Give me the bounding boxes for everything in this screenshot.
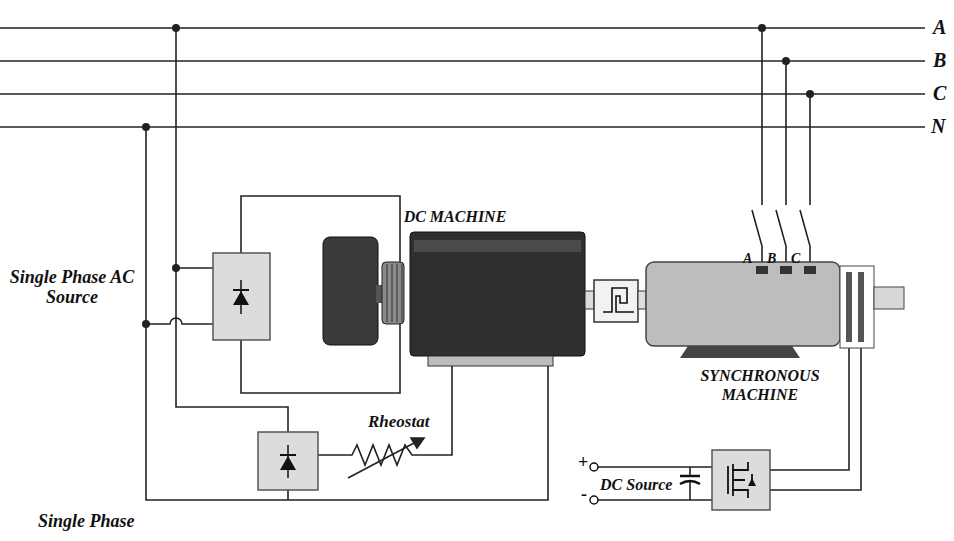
- terminal-circle: [590, 463, 598, 471]
- rectifier-box: [258, 432, 318, 490]
- wire: [598, 467, 712, 500]
- source-label: Single Phase AC Source: [4, 268, 140, 308]
- junction-dot: [142, 320, 150, 328]
- commutator: [382, 262, 404, 324]
- machine-base: [428, 356, 553, 366]
- commutator-bars: [387, 264, 402, 322]
- terminal-label: A: [743, 251, 752, 266]
- shaft: [874, 287, 904, 309]
- polarity-sign: +: [578, 453, 588, 473]
- rectifier-symbol: [258, 432, 318, 490]
- source-label: DC Source: [600, 476, 672, 494]
- terminal-label-holder: B: [767, 249, 776, 267]
- capacitor-plate: [680, 475, 700, 478]
- wires: [146, 28, 861, 500]
- shaft: [376, 285, 382, 303]
- polarity-sign-holder: +: [578, 453, 588, 473]
- phase-label-holder: B: [933, 49, 946, 71]
- dc-machine-drawing: [323, 232, 585, 366]
- rheostat-arrow-head: [411, 438, 424, 448]
- synchronous-machine: SYNCHRONOUS MACHINE: [640, 262, 880, 404]
- machine-body: [646, 262, 840, 346]
- phase-label-holder: C: [933, 82, 946, 104]
- junction-dot: [806, 90, 814, 98]
- machine-body: [410, 232, 585, 356]
- capacitor-plate: [680, 481, 700, 484]
- shaft: [585, 291, 594, 309]
- diode-body: [233, 291, 249, 305]
- wire: [176, 267, 213, 269]
- wire: [776, 61, 786, 266]
- wire: [287, 490, 289, 500]
- rectifier-box: [213, 253, 270, 340]
- wire: [752, 28, 762, 266]
- mosfet-diode: [748, 478, 756, 486]
- wire: [318, 366, 452, 465]
- machine-base: [680, 346, 800, 358]
- phase-label: C: [933, 82, 946, 104]
- wire: [176, 28, 288, 432]
- terminal-label: C: [791, 251, 800, 266]
- junction-dot: [782, 57, 790, 65]
- component-label: Rheostat: [368, 413, 429, 432]
- rheostat-arrow: [348, 438, 424, 478]
- coupling-box: [594, 280, 638, 322]
- bus-line: [0, 27, 925, 29]
- phase-label-holder: A: [933, 16, 946, 38]
- diode-bar: [233, 289, 249, 291]
- phase-label-holder: N: [931, 115, 945, 137]
- body-shade: [414, 240, 581, 252]
- inverter-box: [712, 450, 770, 510]
- dc-source-symbol: [590, 463, 700, 504]
- phase-label: B: [933, 49, 946, 71]
- junction-dot: [142, 123, 150, 131]
- terminal-circle: [590, 496, 598, 504]
- shaft: [638, 291, 646, 309]
- mosfet-mark: [728, 462, 752, 498]
- slip-ring-housing: [840, 266, 874, 348]
- phase-label: A: [933, 16, 946, 38]
- junction-dot: [758, 24, 766, 32]
- terminal-label-holder: A: [743, 249, 752, 267]
- component-label-holder: Rheostat: [368, 413, 429, 432]
- machine-name: DC MACHINE: [355, 208, 555, 226]
- terminal-label-holder: C: [791, 249, 800, 267]
- source-label: Single Phase: [38, 512, 135, 532]
- terminal-block: [780, 266, 792, 274]
- source-label-holder: Single Phase: [38, 512, 135, 532]
- diode-bar: [280, 454, 296, 456]
- wire: [770, 348, 849, 470]
- slip-ring: [858, 272, 864, 342]
- terminal-label: B: [767, 251, 776, 266]
- inverter-symbol: [712, 450, 770, 510]
- slip-ring: [846, 272, 852, 342]
- polarity-sign-holder: -: [581, 485, 587, 505]
- dc-machine: DC MACHINE: [320, 208, 590, 368]
- coupling-mark: [603, 288, 634, 312]
- junction-dot: [172, 264, 180, 272]
- phase-label: N: [931, 115, 945, 137]
- rectifier-symbol: [213, 253, 270, 340]
- rheostat-arrow-line: [348, 442, 416, 478]
- shaft-coupling: [585, 280, 646, 322]
- diode-body: [280, 456, 296, 470]
- terminal-block: [756, 266, 768, 274]
- end-cap: [323, 237, 378, 345]
- polarity-sign: -: [581, 485, 587, 505]
- source-label-holder: Single Phase AC Source: [4, 268, 140, 308]
- junction-dot: [172, 24, 180, 32]
- synchronous-machine-drawing: [646, 262, 904, 358]
- wire: [146, 127, 213, 324]
- terminal-block: [804, 266, 816, 274]
- source-label-holder: DC Source: [600, 476, 672, 494]
- machine-name: SYNCHRONOUS MACHINE: [690, 367, 830, 404]
- wire: [800, 94, 810, 266]
